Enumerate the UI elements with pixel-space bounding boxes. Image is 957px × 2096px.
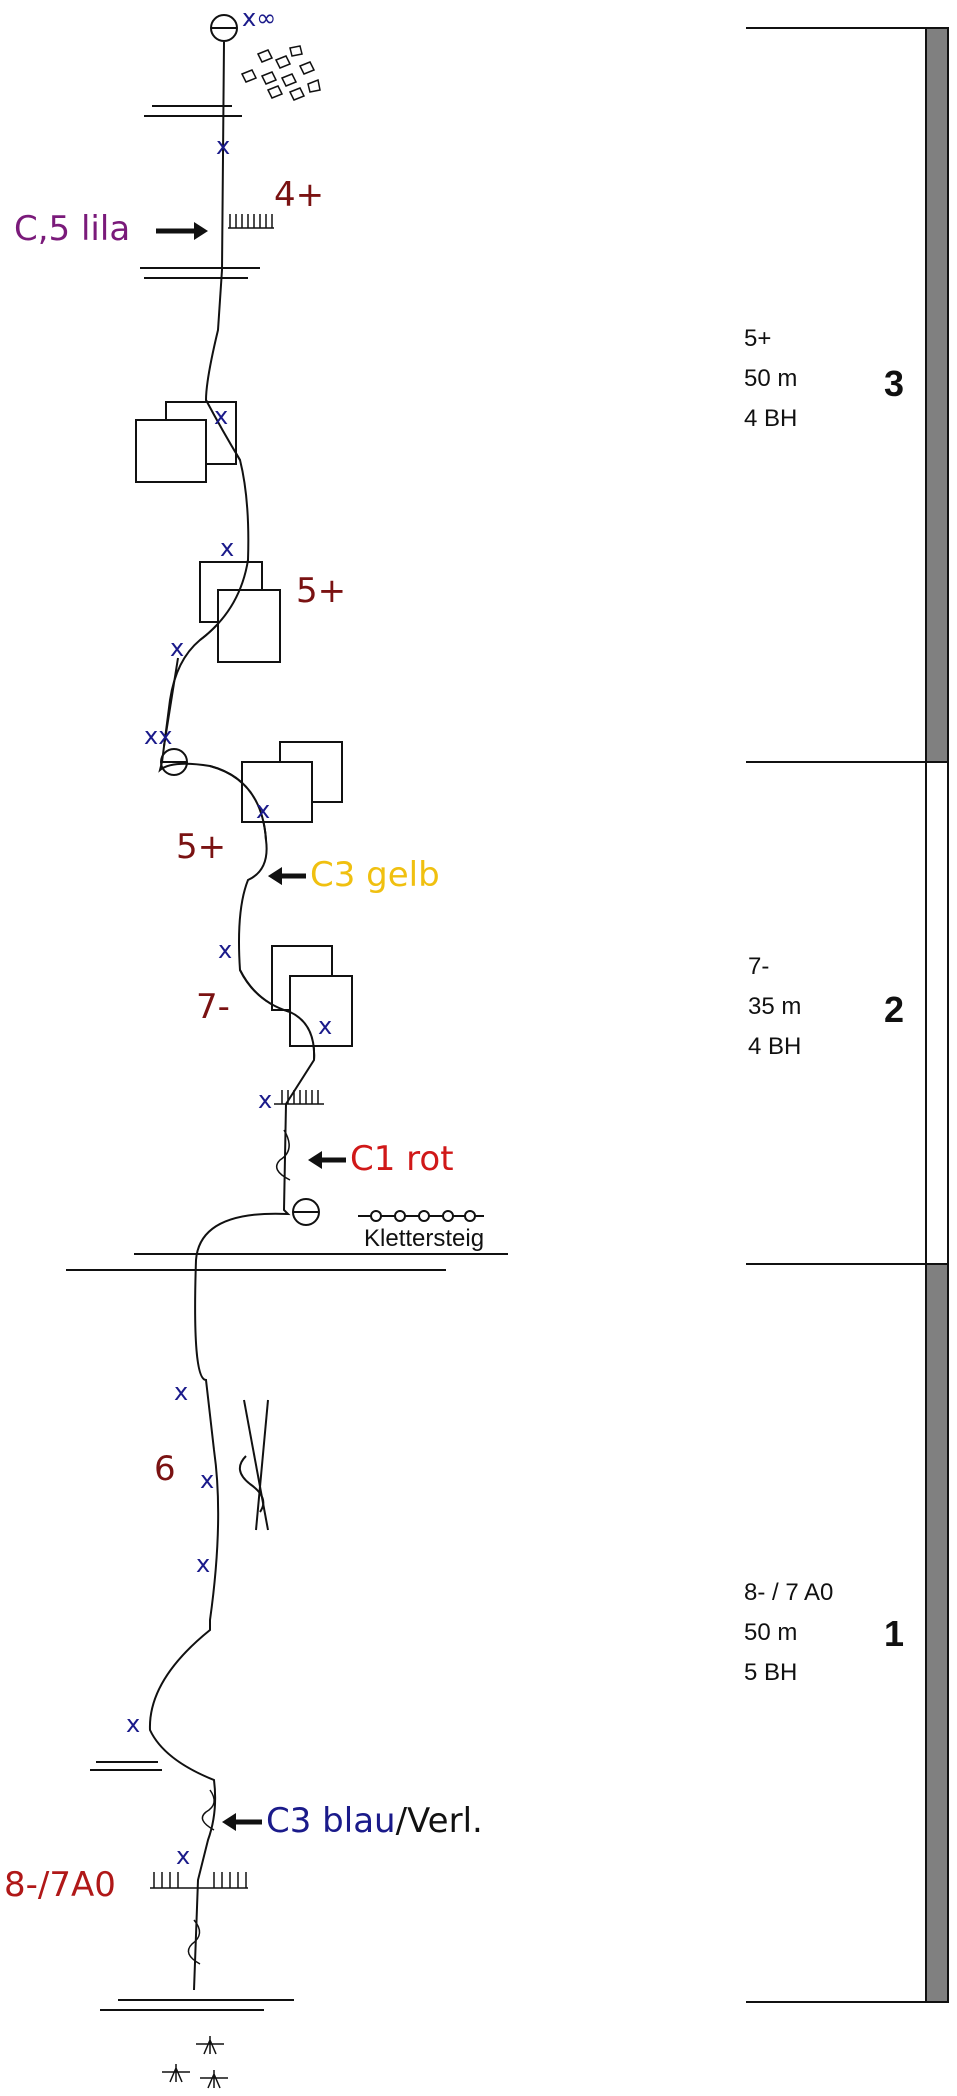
pitch-2-info: 7- 35 m 4 BH 2 xyxy=(748,953,904,1060)
pitch-1-number: 1 xyxy=(884,1613,904,1654)
arrow-left-icon xyxy=(222,1813,236,1831)
grade-label: 6 xyxy=(154,1449,176,1489)
route-line-connector xyxy=(163,657,179,747)
crack-icon xyxy=(201,1789,215,1831)
cam-rot-label: C1 rot xyxy=(350,1139,454,1179)
bolt-marker: x xyxy=(216,132,230,160)
route-line-over xyxy=(199,559,249,641)
route-line-over xyxy=(239,969,316,1061)
bolt-pair-marker: xx xyxy=(144,722,172,750)
bolt-marker: x xyxy=(174,1378,188,1406)
bolt-marker: x xyxy=(196,1550,210,1578)
via-ferrata-label: Klettersteig xyxy=(364,1225,484,1252)
overhang-icon xyxy=(274,1090,324,1105)
grade-label: 5+ xyxy=(176,827,226,867)
crack-icon xyxy=(187,1919,201,1965)
overhang-icon xyxy=(228,214,274,229)
ledges xyxy=(66,105,508,2011)
cam-rot: C1 rot xyxy=(308,1139,454,1179)
belay-2 xyxy=(160,748,188,776)
cam-blau-suffix: /Verl. xyxy=(396,1801,483,1841)
cam-lila: C,5 lila xyxy=(14,209,208,249)
pitch-bar xyxy=(746,27,949,2003)
pitch-1-length: 50 m xyxy=(744,1619,797,1646)
via-ferrata-legend: Klettersteig xyxy=(358,1210,484,1252)
route-line-over xyxy=(205,399,241,461)
grade-label: 5+ xyxy=(296,571,346,611)
bolt-marker: x xyxy=(214,402,228,430)
bolt-marker: x xyxy=(318,1012,332,1040)
pitch-3-number: 3 xyxy=(884,363,904,404)
bolt-marker: x xyxy=(170,634,184,662)
bolt-marker: x xyxy=(126,1710,140,1738)
pitch-1-info: 8- / 7 A0 50 m 5 BH 1 xyxy=(744,1579,904,1686)
arrow-left-icon xyxy=(268,867,282,885)
pitch-3-length: 50 m xyxy=(744,365,797,392)
scree-icon xyxy=(240,45,321,101)
belay-1 xyxy=(292,1198,320,1226)
bolt-marker: x xyxy=(200,1466,214,1494)
top-anchor: x∞ xyxy=(210,4,321,101)
bolt-marker: x xyxy=(176,1842,190,1870)
pitch-2-bar xyxy=(925,761,949,1265)
arrow-right-icon xyxy=(194,222,208,240)
pitch-3-bar xyxy=(925,27,949,763)
grade-label: 4+ xyxy=(274,175,324,215)
route-line-over xyxy=(209,765,267,841)
grass-icon xyxy=(162,2036,228,2089)
pitch-1-bolts: 5 BH xyxy=(744,1659,797,1686)
cam-blau: C3 blau/Verl. xyxy=(222,1801,483,1841)
pitch-3-bolts: 4 BH xyxy=(744,405,797,432)
overhang-icon xyxy=(150,1872,248,1889)
grade-label: 8-/7A0 xyxy=(4,1865,116,1905)
arrow-left-icon xyxy=(308,1151,322,1169)
bolt-marker: x xyxy=(256,796,270,824)
pitch-1-grade: 8- / 7 A0 xyxy=(744,1579,833,1606)
cam-lila-label: C,5 lila xyxy=(14,209,130,249)
pitch-1-bar xyxy=(925,1263,949,2003)
rock-blocks xyxy=(135,401,353,1047)
crack-icon xyxy=(275,1129,291,1181)
bolt-marker: x xyxy=(258,1086,272,1114)
cam-gelb: C3 gelb xyxy=(268,855,440,895)
cam-blau-text: C3 blau xyxy=(266,1801,396,1841)
grade-label: 7- xyxy=(196,987,230,1027)
bolt-marker: x xyxy=(218,936,232,964)
pitch-3-info: 5+ 50 m 4 BH 3 xyxy=(744,325,904,432)
pitch-3-grade: 5+ xyxy=(744,325,771,352)
pitch-2-grade: 7- xyxy=(748,953,769,980)
pitch-2-bolts: 4 BH xyxy=(748,1033,801,1060)
bolt-marker: x xyxy=(220,534,234,562)
cam-blau-label: C3 blau/Verl. xyxy=(266,1801,483,1841)
top-bolt-loops: x∞ xyxy=(242,4,276,32)
pitch-2-number: 2 xyxy=(884,989,904,1030)
chimney-crack-icon xyxy=(239,1399,269,1531)
cam-gelb-label: C3 gelb xyxy=(310,855,440,895)
pitch-2-length: 35 m xyxy=(748,993,801,1020)
